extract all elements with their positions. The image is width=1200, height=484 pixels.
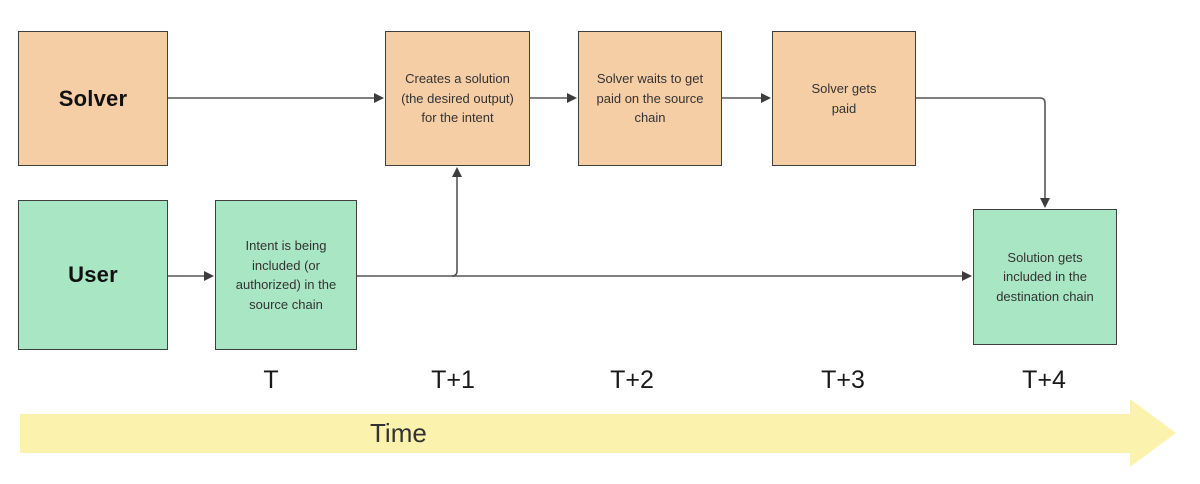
arrowhead-intent-to-solution: [962, 271, 972, 281]
arrowhead-solver-to-creates: [374, 93, 384, 103]
arrowhead-waits-to-paid: [761, 93, 771, 103]
arrowhead-paid-to-solution: [1040, 198, 1050, 208]
time-tick-t: T: [263, 366, 279, 394]
time-tick-t2: T+2: [610, 366, 654, 394]
step-intent-included-label: Intent is being included (or authorized)…: [235, 238, 337, 312]
arrowhead-creates-to-waits: [567, 93, 577, 103]
step-intent-included-box: Intent is being included (or authorized)…: [215, 200, 357, 350]
arrow-paid-to-solution: [916, 97, 1046, 198]
time-axis-label: Time: [370, 417, 427, 448]
step-solution-included-label: Solution gets included in the destinatio…: [996, 249, 1094, 304]
arrowhead-intent-to-creates: [452, 167, 462, 177]
solver-lane-label: Solver: [58, 85, 128, 111]
arrowhead-user-to-intent: [204, 271, 214, 281]
step-solver-paid-box: Solver gets paid: [772, 31, 916, 166]
step-solution-included-box: Solution gets included in the destinatio…: [973, 209, 1117, 345]
time-tick-t4: T+4: [1022, 366, 1066, 394]
step-creates-solution-box: Creates a solution (the desired output) …: [385, 31, 530, 166]
step-solver-waits-box: Solver waits to get paid on the source c…: [578, 31, 722, 166]
solver-lane-box: Solver: [18, 31, 168, 166]
user-lane-label: User: [68, 262, 118, 287]
step-creates-solution-label: Creates a solution (the desired output) …: [401, 71, 514, 126]
time-axis-arrow: [20, 399, 1176, 467]
user-lane-box: User: [18, 200, 168, 350]
time-tick-t3: T+3: [821, 366, 865, 394]
arrow-intent-to-creates: [451, 176, 458, 277]
step-solver-waits-label: Solver waits to get paid on the source c…: [596, 71, 704, 126]
time-tick-t1: T+1: [431, 366, 475, 394]
step-solver-paid-label: Solver gets paid: [811, 81, 877, 116]
